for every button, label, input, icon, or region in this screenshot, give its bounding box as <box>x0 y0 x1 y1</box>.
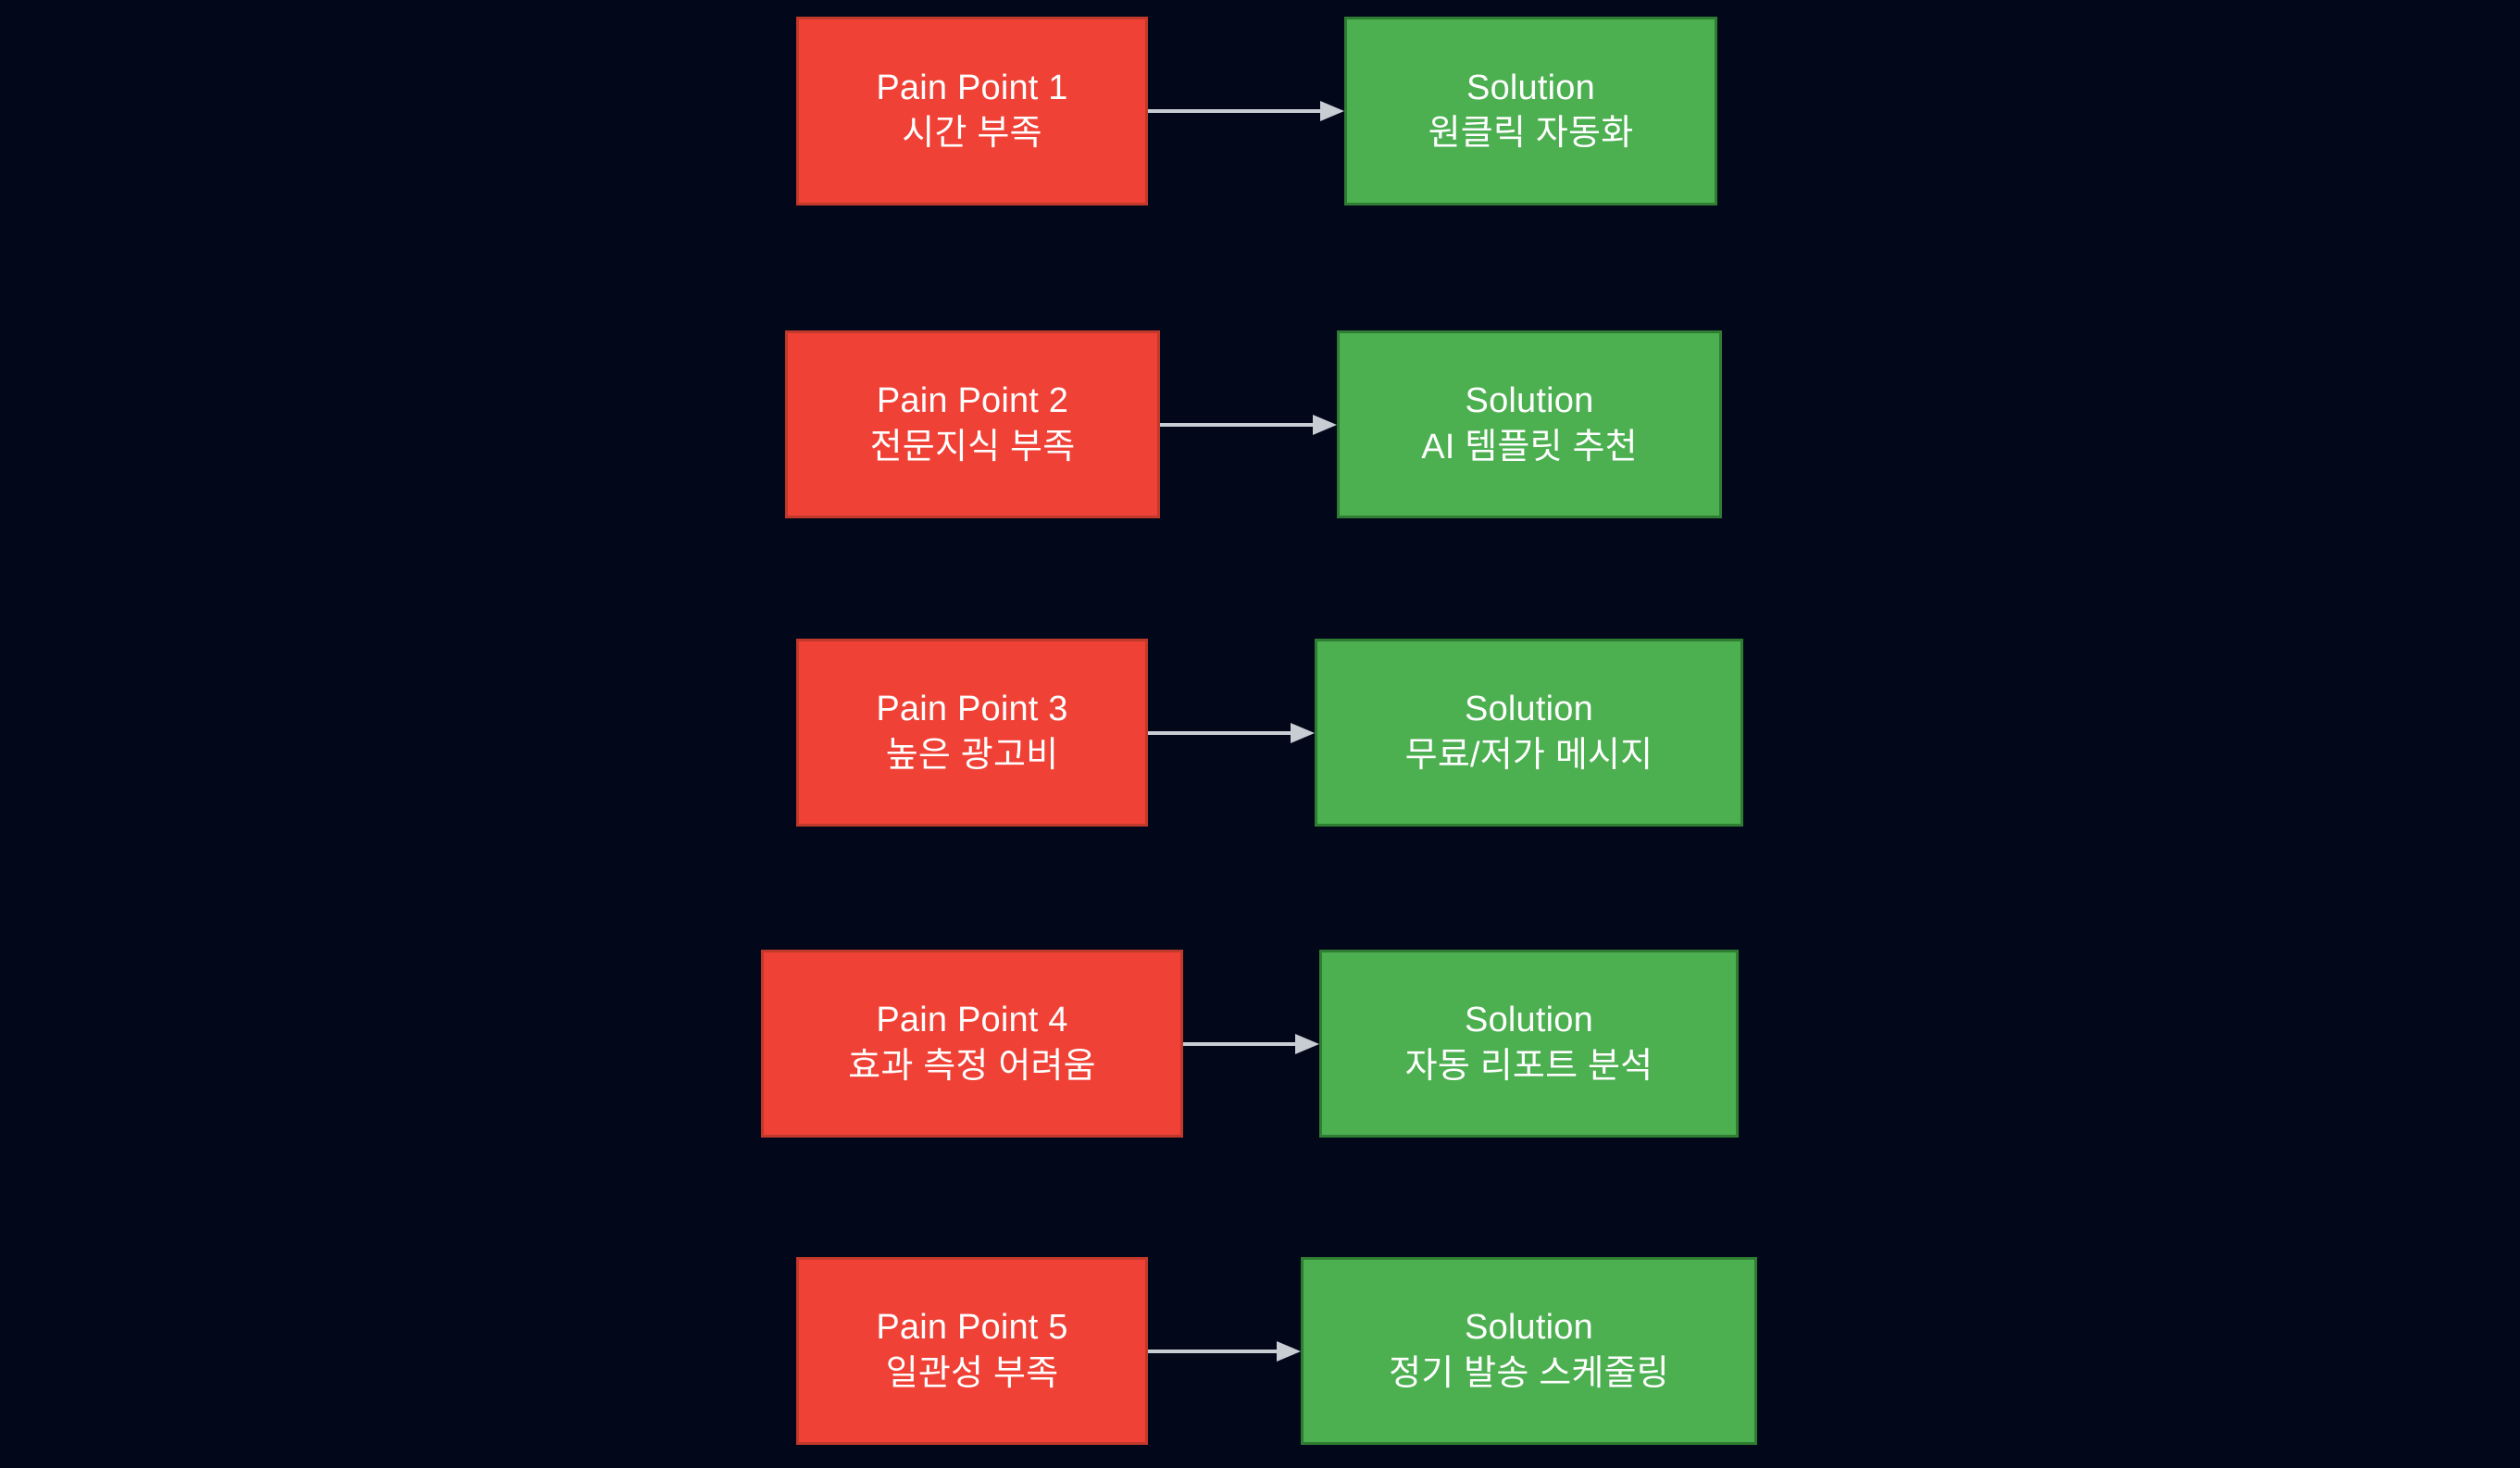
edge-pain-4-to-solution-4 <box>1183 1030 1319 1058</box>
pain-point-node-5-title: Pain Point 5 <box>876 1308 1068 1348</box>
edge-pain-1-to-solution-1 <box>1148 97 1344 125</box>
pain-point-node-3[interactable]: Pain Point 3 높은 광고비 <box>796 639 1148 827</box>
solution-node-3-title: Solution <box>1465 690 1593 729</box>
solution-node-1-title: Solution <box>1466 68 1595 107</box>
solution-node-5[interactable]: Solution 정기 발송 스케줄링 <box>1301 1257 1757 1445</box>
pain-point-node-2[interactable]: Pain Point 2 전문지식 부족 <box>785 330 1160 518</box>
pain-point-node-4[interactable]: Pain Point 4 효과 측정 어려움 <box>761 950 1183 1138</box>
solution-node-3[interactable]: Solution 무료/저가 메시지 <box>1315 639 1743 827</box>
pain-point-node-3-title: Pain Point 3 <box>876 690 1068 729</box>
pain-point-node-1[interactable]: Pain Point 1 시간 부족 <box>796 17 1148 205</box>
edge-pain-2-to-solution-2 <box>1160 411 1337 439</box>
solution-node-3-detail: 무료/저가 메시지 <box>1404 735 1653 775</box>
pain-point-node-4-detail: 효과 측정 어려움 <box>848 1046 1096 1086</box>
pain-point-node-4-title: Pain Point 4 <box>876 1001 1068 1040</box>
pain-point-node-1-detail: 시간 부족 <box>902 114 1042 153</box>
pain-point-node-3-detail: 높은 광고비 <box>885 735 1059 775</box>
solution-node-1[interactable]: Solution 원클릭 자동화 <box>1344 17 1717 205</box>
solution-node-4-title: Solution <box>1465 1001 1593 1040</box>
solution-node-1-detail: 원클릭 자동화 <box>1428 114 1634 153</box>
solution-node-2-title: Solution <box>1465 381 1594 421</box>
solution-node-5-title: Solution <box>1465 1308 1593 1348</box>
solution-node-2[interactable]: Solution AI 템플릿 추천 <box>1337 330 1722 518</box>
pain-point-node-5-detail: 일관성 부족 <box>885 1353 1059 1393</box>
solution-node-5-detail: 정기 발송 스케줄링 <box>1389 1353 1669 1393</box>
pain-point-node-2-detail: 전문지식 부족 <box>869 427 1076 467</box>
pain-point-node-2-title: Pain Point 2 <box>876 381 1069 421</box>
solution-node-2-detail: AI 템플릿 추천 <box>1421 427 1638 467</box>
solution-node-4[interactable]: Solution 자동 리포트 분석 <box>1319 950 1739 1138</box>
pain-point-node-5[interactable]: Pain Point 5 일관성 부족 <box>796 1257 1148 1445</box>
solution-node-4-detail: 자동 리포트 분석 <box>1404 1046 1653 1086</box>
edge-pain-5-to-solution-5 <box>1148 1337 1301 1365</box>
pain-point-node-1-title: Pain Point 1 <box>876 68 1068 107</box>
edge-pain-3-to-solution-3 <box>1148 719 1315 747</box>
